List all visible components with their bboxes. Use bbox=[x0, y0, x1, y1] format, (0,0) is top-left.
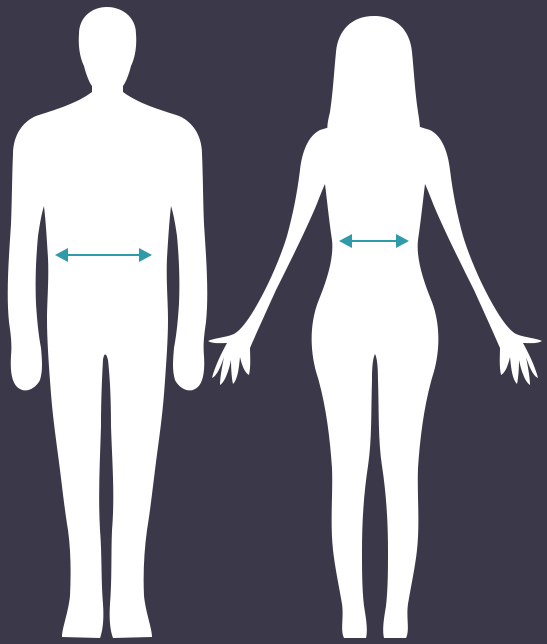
body-measurement-diagram bbox=[0, 0, 547, 644]
diagram-canvas bbox=[0, 0, 547, 644]
